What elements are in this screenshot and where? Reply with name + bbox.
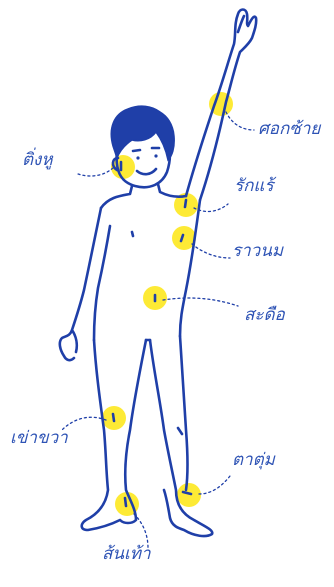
label-nipple: ราวนม xyxy=(232,243,283,260)
left-shoulder xyxy=(101,186,132,208)
mark-heel xyxy=(125,498,126,506)
smile xyxy=(137,169,156,174)
hand-detail xyxy=(238,16,244,32)
torso-left xyxy=(94,226,110,340)
eyebrows xyxy=(133,148,159,151)
leader-ear xyxy=(78,168,113,176)
label-ankle: ตาตุ่ม xyxy=(232,452,275,469)
spot-ankle xyxy=(177,483,201,507)
label-ear: ติ่งหู xyxy=(22,152,53,169)
leader-ankle xyxy=(199,476,230,494)
mark-knee xyxy=(113,414,114,421)
label-heel: ส้นเท้า xyxy=(102,546,151,563)
leader-elbow xyxy=(226,112,254,130)
mark-knee-left xyxy=(178,428,182,434)
torso-right xyxy=(180,200,200,336)
mark-armpit xyxy=(185,200,186,207)
label-elbow: ศอกซ้าย xyxy=(258,121,320,138)
leader-nipple xyxy=(192,244,230,258)
left-leg-outer xyxy=(180,336,188,490)
hair xyxy=(111,106,174,160)
left-eye xyxy=(136,156,139,159)
mark-chest xyxy=(132,232,133,236)
leader-knee xyxy=(62,417,106,430)
label-knee: เข่าขวา xyxy=(10,430,68,447)
label-navel: สะดือ xyxy=(244,307,285,324)
right-eye xyxy=(154,154,157,157)
label-armpit: รักแร้ xyxy=(234,178,274,195)
leader-navel xyxy=(163,298,238,306)
